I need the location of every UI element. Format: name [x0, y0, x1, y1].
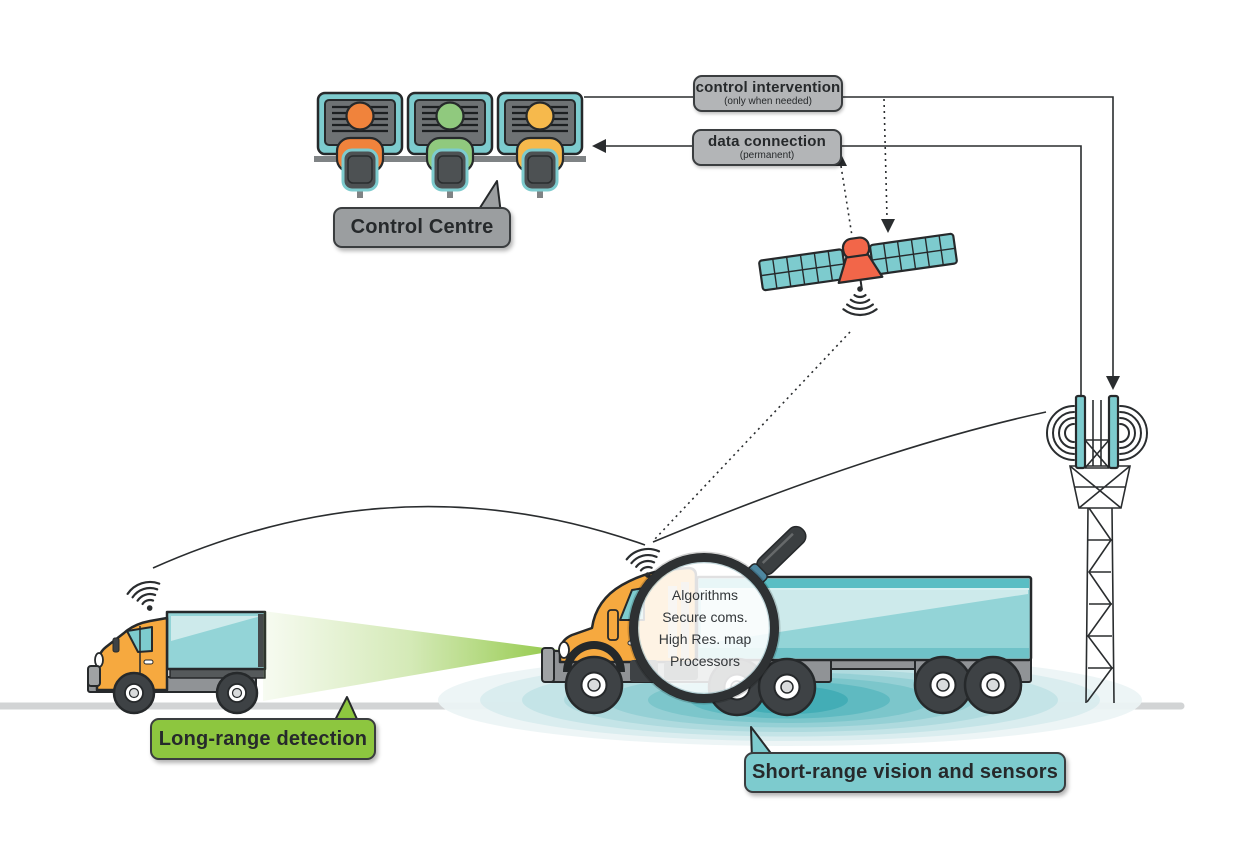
lens-line-algorithms: Algorithms — [671, 587, 739, 603]
tower-radio-waves — [1046, 405, 1148, 461]
control-intervention-label: control intervention (only when needed) — [693, 75, 843, 112]
satellite-uplink-dotted — [840, 165, 853, 237]
long-range-detection-callout: Long-range detection — [150, 718, 376, 760]
lens-line-processors: Processors — [669, 653, 741, 670]
connection-lines — [152, 96, 1114, 569]
operator-workstation-icon — [404, 91, 496, 198]
control-intervention-line — [584, 96, 1114, 376]
wifi-icon — [124, 577, 168, 617]
magnifier-lens-text: Algorithms Secure coms. High Res. map Pr… — [646, 584, 764, 672]
control-centre-callout: Control Centre — [333, 207, 511, 248]
control-centre-workstations — [314, 91, 586, 198]
magnifier-icon — [627, 525, 807, 705]
control-intervention-title: control intervention — [695, 78, 841, 96]
wifi-icon — [842, 285, 878, 317]
v2v-arc — [152, 505, 646, 569]
data-connection-subtitle: (permanent) — [739, 150, 795, 162]
operator-workstation-icon — [494, 91, 586, 198]
satellite-downlink-dotted — [883, 98, 888, 219]
satellite-truck-dotted — [653, 331, 851, 541]
small-truck-icon — [87, 610, 267, 715]
trailer — [695, 575, 1033, 662]
operator-workstation-icon — [314, 91, 406, 198]
short-range-vision-callout: Short-range vision and sensors — [744, 752, 1066, 793]
semi-truck-icon — [541, 566, 1033, 717]
lens-line-high-res-map: High Res. map — [658, 631, 752, 648]
data-connection-title: data connection — [707, 132, 826, 150]
small-truck-wheels — [112, 671, 259, 715]
data-connection-label: data connection (permanent) — [692, 129, 842, 166]
control-intervention-subtitle: (only when needed) — [724, 96, 812, 108]
truck-tower-arc — [652, 411, 1047, 543]
satellite-icon — [758, 232, 958, 317]
long-range-beam — [263, 611, 560, 701]
lens-line-secure-coms: Secure coms. — [662, 609, 748, 626]
cell-tower-icon — [1046, 394, 1148, 704]
